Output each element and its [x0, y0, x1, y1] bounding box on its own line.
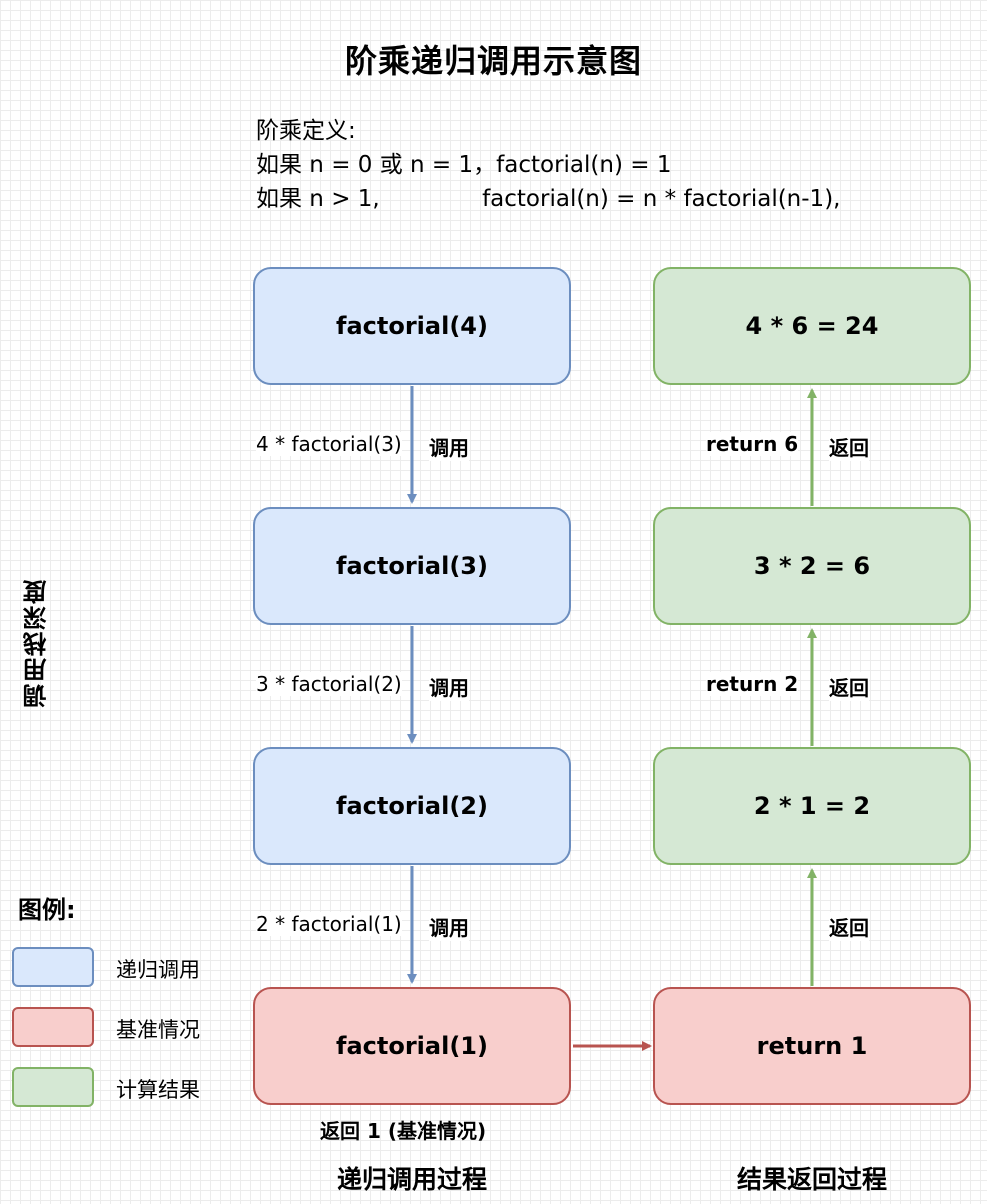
return-tag-3: 返回 — [829, 912, 869, 941]
diagram-title: 阶乘递归调用示意图 — [344, 42, 642, 80]
call-expr-3: 2 * factorial(1) — [256, 912, 402, 936]
recursion-box-factorial-4: factorial(4) — [253, 267, 571, 385]
recursion-box-factorial-2: factorial(2) — [253, 747, 571, 865]
column-title-recursion: 递归调用过程 — [336, 1165, 487, 1194]
base-return-box: return 1 — [653, 987, 971, 1105]
legend-swatch-base-case — [12, 1007, 94, 1047]
column-title-return: 结果返回过程 — [736, 1165, 887, 1194]
legend-label-recursive-call: 递归调用 — [116, 958, 200, 982]
call-expr-1: 4 * factorial(3) — [256, 432, 402, 456]
recursion-box-factorial-3: factorial(3) — [253, 507, 571, 625]
return-tag-2: 返回 — [829, 672, 869, 701]
legend-title: 图例: — [18, 896, 76, 924]
call-tag-2: 调用 — [429, 672, 469, 701]
base-case-note: 返回 1 (基准情况) — [320, 1119, 487, 1143]
base-case-box-factorial-1: factorial(1) — [253, 987, 571, 1105]
definition-heading: 阶乘定义: — [256, 118, 356, 144]
return-tag-1: 返回 — [829, 432, 869, 461]
result-box-2: 2 * 1 = 2 — [653, 747, 971, 865]
return-value-1: return 6 — [706, 432, 799, 456]
definition-line-1: 如果 n = 0 或 n = 1，factorial(n) = 1 — [256, 152, 672, 178]
result-box-6: 3 * 2 = 6 — [653, 507, 971, 625]
definition-line-2: 如果 n > 1, factorial(n) = n * factorial(n… — [256, 186, 841, 212]
legend-label-result: 计算结果 — [116, 1078, 200, 1102]
result-box-24: 4 * 6 = 24 — [653, 267, 971, 385]
legend-label-base-case: 基准情况 — [116, 1018, 200, 1042]
return-value-2: return 2 — [706, 672, 799, 696]
legend-swatch-recursive-call — [12, 947, 94, 987]
legend-swatch-result — [12, 1067, 94, 1107]
call-tag-1: 调用 — [429, 432, 469, 461]
call-tag-3: 调用 — [429, 912, 469, 941]
call-expr-2: 3 * factorial(2) — [256, 672, 402, 696]
